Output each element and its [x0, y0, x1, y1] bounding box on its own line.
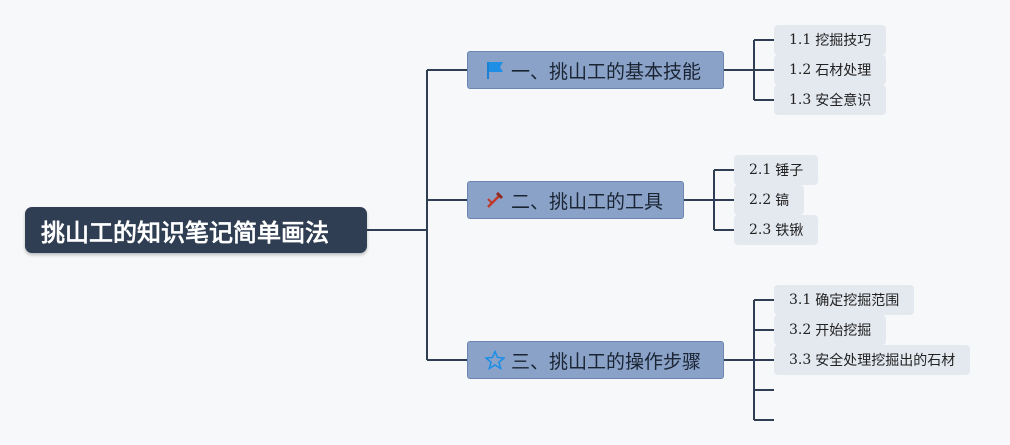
leaf-number: 3.1 [789, 292, 812, 308]
leaf-text: 铁锹 [775, 223, 804, 239]
leaf-text: 锤子 [775, 163, 804, 179]
leaf-text: 镐 [775, 193, 790, 209]
leaf-number: 2.1 [749, 162, 772, 178]
leaf-number: 1.3 [789, 92, 812, 108]
leaf-text: 安全意识 [815, 93, 872, 109]
root-title: 挑山工的知识笔记简单画法 [41, 218, 329, 247]
leaf-text: 开始挖掘 [815, 323, 872, 339]
flag-icon [485, 60, 505, 80]
branch-label: 三、挑山工的操作步骤 [511, 350, 702, 373]
branch-label: 二、挑山工的工具 [511, 190, 664, 213]
leaf-number: 3.3 [789, 352, 812, 368]
leaf-number: 1.1 [789, 32, 812, 48]
leaf-text: 石材处理 [815, 63, 872, 79]
leaf-number: 3.2 [789, 322, 812, 338]
leaf-number: 2.3 [749, 222, 772, 238]
leaf-number: 2.2 [749, 192, 772, 208]
leaf-text: 确定挖掘范围 [815, 293, 900, 309]
leaf-text: 挖掘技巧 [815, 33, 872, 49]
tools-icon [485, 190, 505, 210]
branch-basic-skills[interactable]: 一、挑山工的基本技能 [467, 51, 724, 89]
root-topic[interactable]: 挑山工的知识笔记简单画法 [25, 207, 367, 253]
leaf-number: 1.2 [789, 62, 812, 78]
branch-tools[interactable]: 二、挑山工的工具 [467, 181, 684, 219]
leaf-text: 安全处理挖掘出的石材 [815, 353, 956, 369]
star-icon [485, 350, 505, 370]
branch-operation-steps[interactable]: 三、挑山工的操作步骤 [467, 341, 724, 379]
branch-label: 一、挑山工的基本技能 [511, 60, 702, 83]
